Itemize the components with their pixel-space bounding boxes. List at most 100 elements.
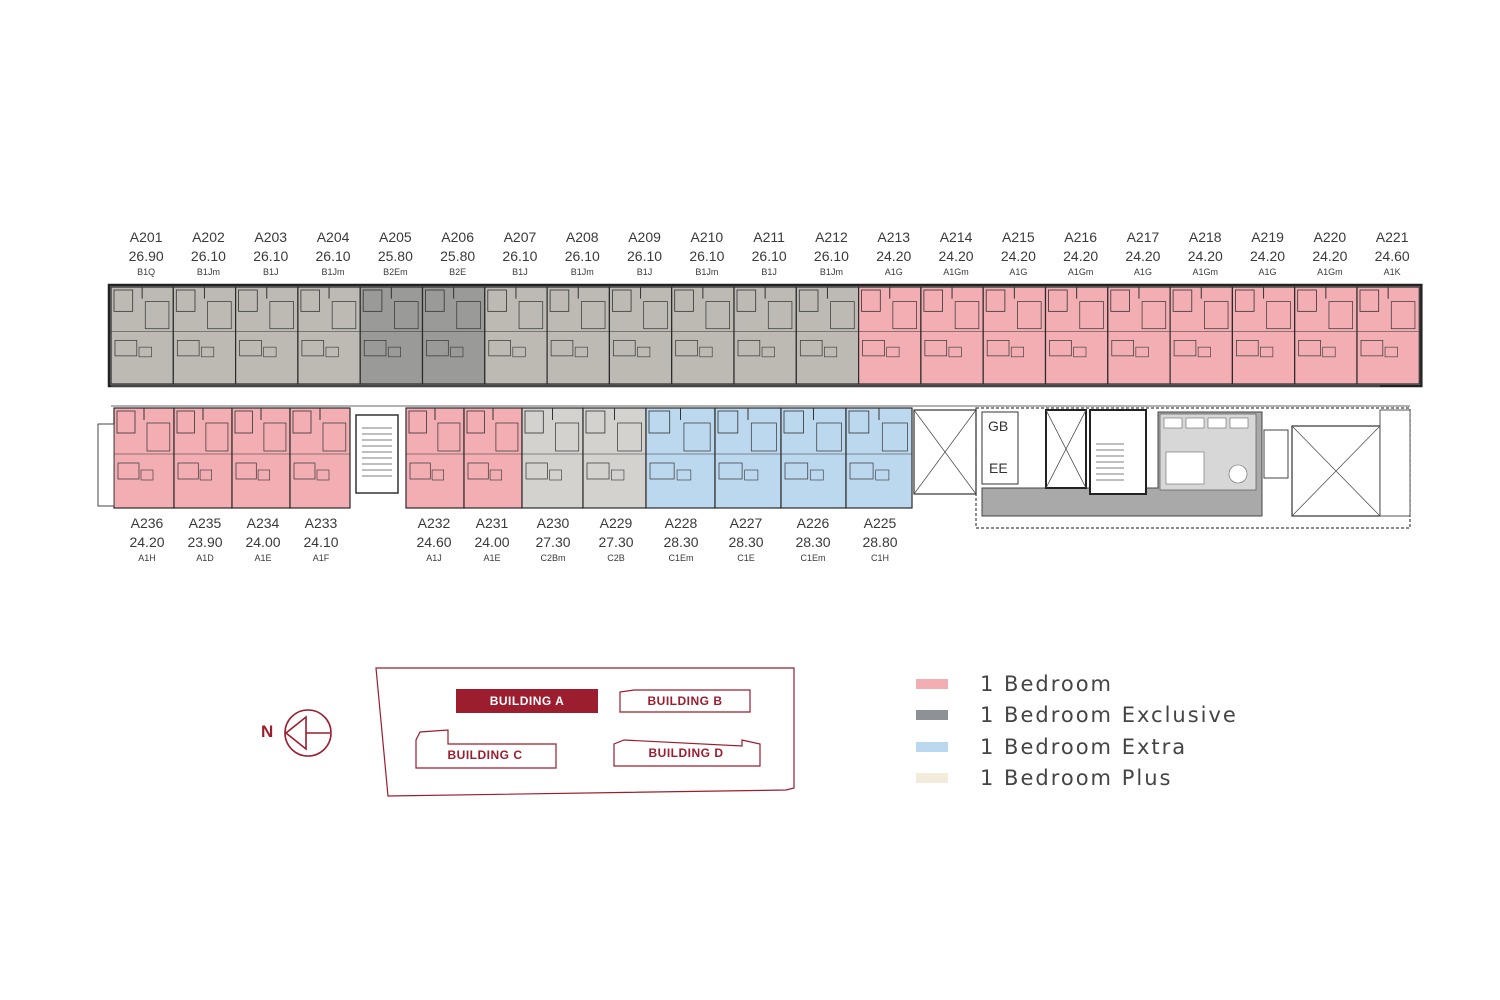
unit-type: A1Gm (1192, 267, 1219, 277)
unit-bathroom (234, 410, 253, 434)
unit-table (431, 469, 445, 481)
unit-number: A209 (628, 229, 661, 245)
unit-sofa (784, 462, 809, 480)
unit-a201 (110, 286, 174, 385)
unit-bathroom (425, 289, 445, 312)
unit-number: A234 (246, 515, 280, 531)
unit-sofa (862, 340, 885, 357)
unit-area: 24.20 (938, 248, 974, 264)
unit-type: A1D (196, 553, 214, 563)
unit-table (761, 346, 775, 358)
unit-type-legend: 1 Bedroom 1 Bedroom Exclusive 1 Bedroom … (916, 668, 1238, 794)
unit-sofa (426, 340, 449, 357)
unit-sofa (649, 462, 675, 480)
building-b-block (619, 689, 751, 713)
unit-number: A210 (690, 229, 724, 245)
unit-area: 26.10 (751, 248, 787, 264)
legend-item-1-bedroom: 1 Bedroom (916, 668, 1238, 700)
unit-bed (518, 301, 544, 330)
unit-area: 24.60 (416, 534, 452, 550)
unit-sofa (737, 340, 761, 357)
unit-a202 (172, 286, 237, 385)
key-plan-building-d[interactable]: BUILDING D (648, 746, 724, 760)
unit-fill (421, 286, 486, 385)
unit-table (549, 469, 562, 481)
unit-bed (683, 422, 711, 452)
lounge-round-table (1228, 464, 1248, 484)
unit-table (450, 346, 464, 358)
unit-type: B2Em (383, 267, 408, 277)
unit-bathroom (524, 410, 544, 434)
unit-type: B2E (449, 267, 467, 277)
unit-number: A211 (753, 229, 785, 245)
unit-number: A218 (1188, 229, 1222, 245)
unit-sofa (176, 340, 200, 357)
unit-sofa (239, 340, 262, 357)
unit-type: A1K (1383, 267, 1401, 277)
unit-area: 24.20 (1187, 248, 1223, 264)
unit-a210 (671, 286, 735, 385)
unit-fill (1107, 286, 1171, 385)
unit-table (512, 346, 526, 358)
unit-area: 28.30 (795, 534, 831, 550)
key-plan-building-c[interactable]: BUILDING C (447, 748, 523, 762)
unit-area: 26.10 (253, 248, 289, 264)
unit-bathroom (1235, 289, 1255, 312)
unit-number: A228 (664, 515, 698, 531)
key-plan-building-b[interactable]: BUILDING B (647, 694, 723, 708)
unit-type: C1E (737, 553, 755, 563)
unit-number: A212 (815, 229, 848, 245)
legend-label: 1 Bedroom Extra (980, 734, 1188, 759)
unit-table (948, 346, 962, 358)
unit-a226 (780, 407, 847, 509)
unit-sofa (675, 340, 698, 357)
unit-a221 (1356, 286, 1420, 385)
unit-type: B1Q (137, 267, 156, 277)
unit-bed (456, 301, 481, 330)
unit-table (201, 346, 215, 358)
lounge-seat (1229, 417, 1249, 429)
unit-sofa (1049, 340, 1072, 357)
unit-bathroom (292, 410, 312, 434)
unit-sofa (177, 462, 199, 480)
unit-number: A216 (1064, 229, 1097, 245)
unit-type: B1Jm (695, 267, 719, 277)
unit-fill (714, 407, 782, 509)
unit-type: C2Bm (540, 553, 566, 563)
room-tag-gb: GB (988, 418, 1009, 434)
key-plan-building-a[interactable]: BUILDING A (489, 694, 565, 708)
unit-area: 26.10 (627, 248, 663, 264)
unit-area: 28.80 (862, 534, 898, 550)
unit-bathroom (674, 289, 694, 312)
unit-number: A229 (599, 515, 633, 531)
unit-number: A230 (536, 515, 570, 531)
unit-bed (495, 422, 519, 452)
unit-a233 (289, 407, 351, 509)
unit-sofa (301, 340, 325, 357)
bottom-unit-row (97, 385, 1410, 509)
unit-fill (172, 286, 237, 385)
unit-a232 (405, 407, 465, 509)
unit-table (316, 469, 330, 481)
unit-type: B1J (262, 267, 279, 277)
unit-type: B1J (761, 267, 777, 277)
unit-area: 24.60 (1374, 248, 1410, 264)
unit-number: A208 (565, 229, 599, 245)
unit-fill (546, 286, 610, 385)
unit-area: 24.20 (876, 248, 912, 264)
building-d-block (613, 739, 761, 767)
unit-table (257, 469, 271, 481)
legend-label: 1 Bedroom (980, 671, 1114, 696)
legend-swatch (916, 710, 948, 721)
unit-sofa (986, 340, 1010, 357)
unit-bed (263, 422, 287, 452)
